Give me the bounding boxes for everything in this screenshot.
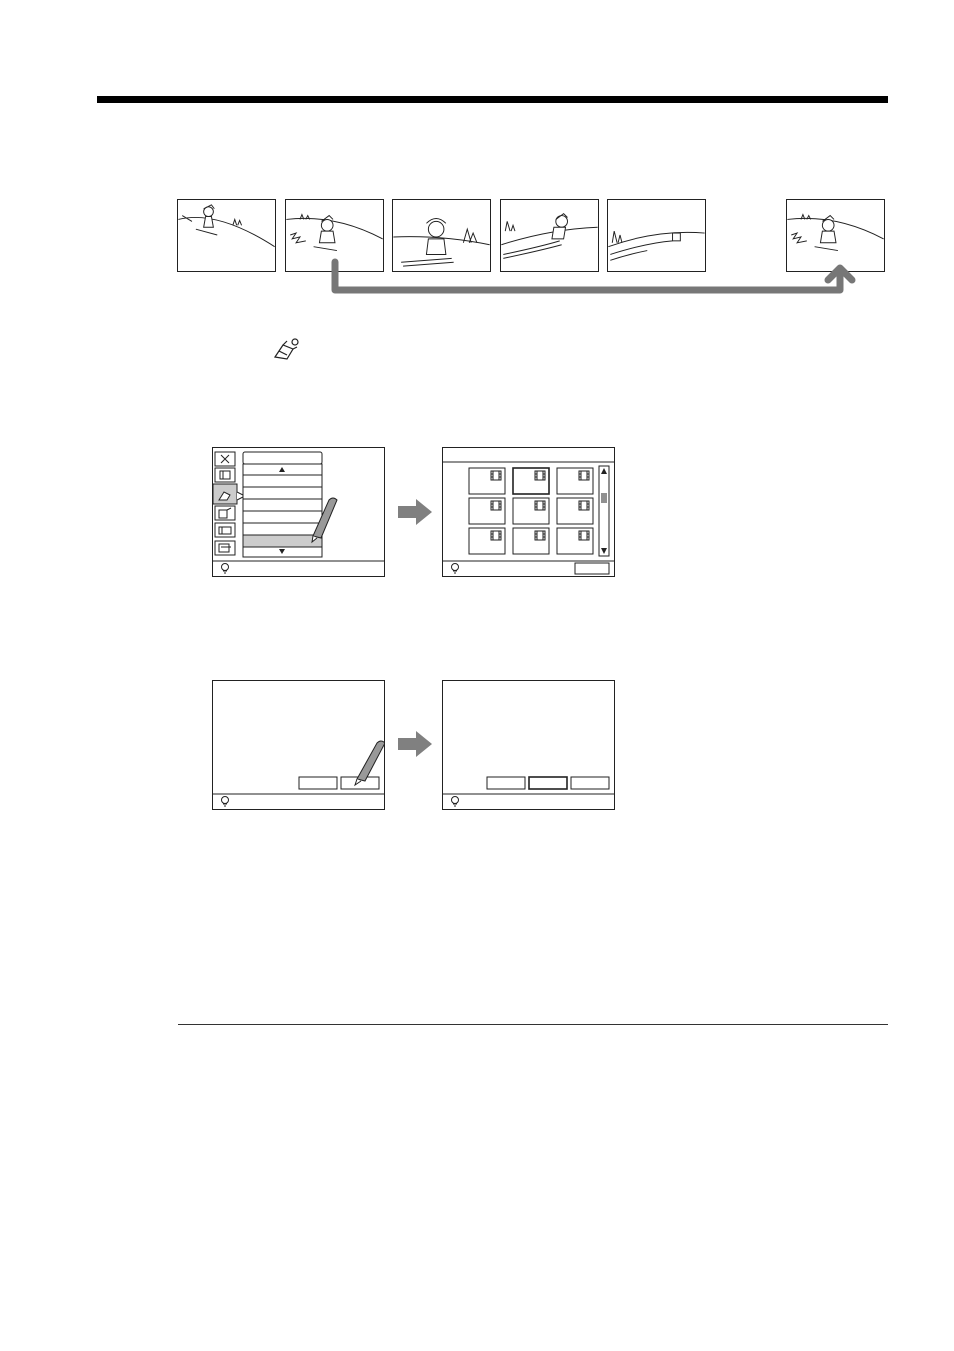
confirm-screen xyxy=(212,680,385,810)
lightbulb-icon xyxy=(452,564,459,574)
film-strip-icon xyxy=(579,501,589,510)
film-strip-icon xyxy=(535,531,545,540)
top-heavy-rule xyxy=(97,96,888,103)
selected-menu-item xyxy=(243,535,322,547)
end-button xyxy=(575,563,609,574)
sequence-frame-1 xyxy=(177,199,276,272)
bottom-thin-rule xyxy=(178,1024,888,1025)
film-strip-icon xyxy=(535,471,545,480)
tape-icon xyxy=(215,468,235,482)
film-strip-icon xyxy=(491,501,501,510)
lightbulb-icon xyxy=(222,797,229,807)
lightbulb-icon xyxy=(222,564,229,574)
memory-set-icon xyxy=(215,541,235,555)
result-screen xyxy=(442,680,615,810)
scrollbar xyxy=(599,466,609,556)
loop-arrow xyxy=(325,258,860,300)
film-strip-icon xyxy=(535,501,545,510)
film-strip-icon xyxy=(579,531,589,540)
option-button-3 xyxy=(571,777,609,789)
film-strip-icon xyxy=(491,471,501,480)
special-effect-icon xyxy=(273,337,301,361)
lcd-set-icon xyxy=(215,523,235,537)
film-strip-icon xyxy=(491,531,501,540)
option-button-1 xyxy=(487,777,525,789)
cancel-button xyxy=(299,777,337,789)
film-strip-icon xyxy=(579,471,589,480)
right-arrow-icon-1 xyxy=(398,499,432,525)
option-button-2 xyxy=(529,777,567,789)
right-arrow-icon-2 xyxy=(398,731,432,757)
menu-screen xyxy=(212,447,385,577)
index-screen xyxy=(442,447,615,577)
lightbulb-icon xyxy=(452,797,459,807)
